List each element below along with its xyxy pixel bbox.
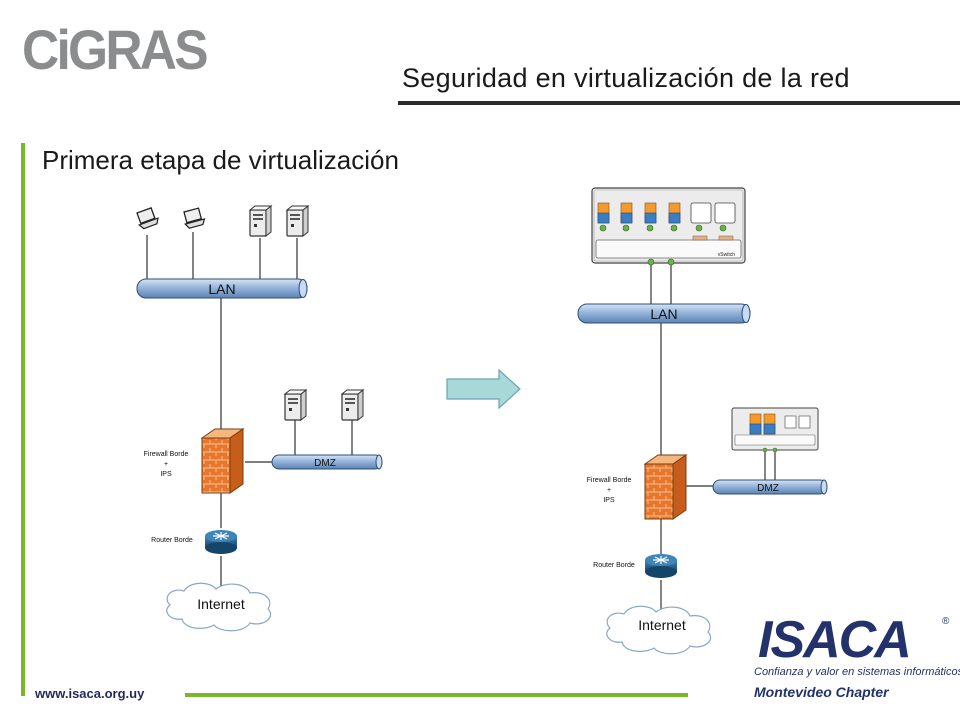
vm-appliance-icon — [784, 415, 797, 429]
router-label: Router Borde — [593, 562, 635, 569]
laptop-icon — [136, 207, 159, 230]
server-icon — [284, 389, 307, 421]
firewall-icon — [200, 428, 245, 494]
left-accent-bar — [21, 143, 25, 696]
dmz-label: DMZ — [314, 458, 336, 469]
firewall-label-ips: IPS — [603, 497, 615, 504]
footer-accent-bar — [185, 693, 688, 697]
vswitch — [595, 239, 742, 259]
isaca-chapter: Montevideo Chapter — [754, 684, 889, 700]
lan-label: LAN — [650, 306, 677, 322]
isaca-logo: ISACA ® Confianza y valor en sistemas in… — [752, 614, 960, 714]
vm-icon — [668, 202, 681, 224]
isaca-tagline: Confianza y valor en sistemas informátic… — [754, 666, 960, 678]
vm-appliance-icon — [798, 415, 811, 429]
internet-label: Internet — [197, 596, 245, 612]
transition-arrow-icon — [446, 368, 521, 410]
router-icon — [205, 530, 237, 554]
registered-mark: ® — [942, 616, 950, 627]
vm-icon — [644, 202, 657, 224]
vm-appliance-icon — [690, 202, 712, 224]
lan-segment: LAN — [136, 278, 308, 299]
cigras-logo: CiGRAS — [22, 18, 209, 81]
firewall-icon — [643, 454, 688, 520]
firewall-label: Firewall Borde — [587, 477, 632, 484]
firewall-label-plus: + — [164, 461, 168, 468]
vswitch-label: vSwitch — [718, 252, 735, 258]
server-icon — [341, 389, 364, 421]
title-underline — [398, 101, 960, 105]
lan-segment: LAN — [577, 303, 751, 324]
right-topology: vSwitch LAN DMZ — [577, 187, 828, 655]
dmz-segment: DMZ — [271, 454, 383, 470]
firewall-label-plus: + — [607, 487, 611, 494]
server-icon — [286, 205, 309, 237]
lan-label: LAN — [208, 281, 235, 297]
vm-icon — [597, 202, 610, 224]
router-label: Router Borde — [151, 537, 193, 544]
internet-label: Internet — [638, 617, 686, 633]
virtual-host-top: vSwitch — [591, 187, 746, 266]
dmz-segment: DMZ — [712, 479, 828, 495]
footer-url-link[interactable]: www.isaca.org.uy — [35, 686, 145, 701]
internet-cloud-icon: Internet — [166, 582, 272, 632]
isaca-wordmark: ISACA — [758, 611, 912, 669]
slide-title: Seguridad en virtualización de la red — [402, 63, 850, 93]
vm-appliance-icon — [714, 202, 736, 224]
firewall-label: Firewall Borde — [144, 451, 189, 458]
laptop-icon — [183, 207, 206, 229]
router-icon — [645, 554, 677, 578]
slide-subtitle: Primera etapa de virtualización — [42, 145, 399, 175]
vm-icon — [749, 413, 762, 435]
vm-icon — [763, 413, 776, 435]
internet-cloud-icon: Internet — [606, 605, 712, 655]
firewall-label-ips: IPS — [160, 471, 172, 478]
server-icon — [249, 205, 272, 237]
virtual-host-dmz — [731, 407, 819, 453]
left-topology: LAN DMZ Firewall Borde + IPS Router Bord… — [136, 205, 383, 632]
dmz-label: DMZ — [757, 483, 779, 494]
vm-icon — [620, 202, 633, 224]
